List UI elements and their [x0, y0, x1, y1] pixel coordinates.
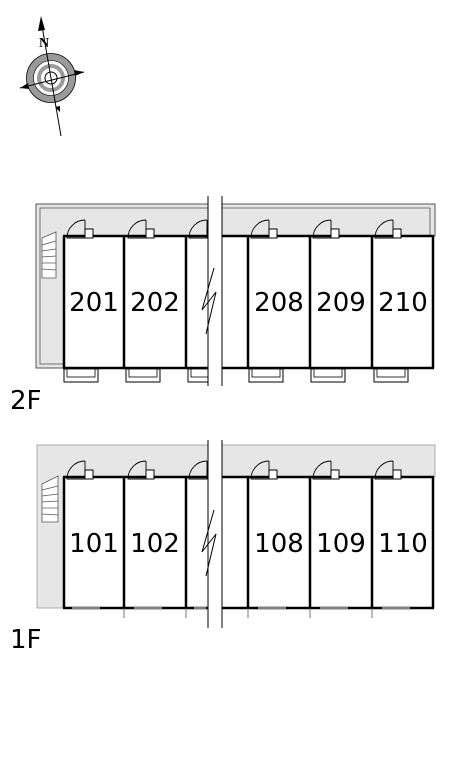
stairs-icon — [41, 475, 59, 523]
compass-north-label: N — [39, 36, 49, 51]
floor-label: 1F — [10, 625, 42, 655]
unit-number: 201 — [69, 288, 119, 318]
break-line-icon — [201, 509, 217, 577]
unit-number: 202 — [130, 288, 180, 318]
unit-number: 110 — [378, 529, 428, 559]
floor-label: 2F — [10, 386, 42, 416]
unit-number: 108 — [254, 529, 304, 559]
unit-number: 210 — [378, 288, 428, 318]
floor-2f: 201 202 208 209 210 2F — [10, 196, 436, 416]
stairs-icon — [41, 231, 57, 279]
floor-1f: 101 102 108 109 110 1F — [10, 440, 436, 655]
unit-number: 208 — [254, 288, 304, 318]
unit-number: 102 — [130, 529, 180, 559]
unit-number: 109 — [316, 529, 366, 559]
unit-number: 101 — [69, 529, 119, 559]
unit-number: 209 — [316, 288, 366, 318]
balcony-icon — [63, 368, 409, 383]
compass-rose-icon: N — [19, 16, 85, 137]
break-line-icon — [201, 267, 217, 335]
